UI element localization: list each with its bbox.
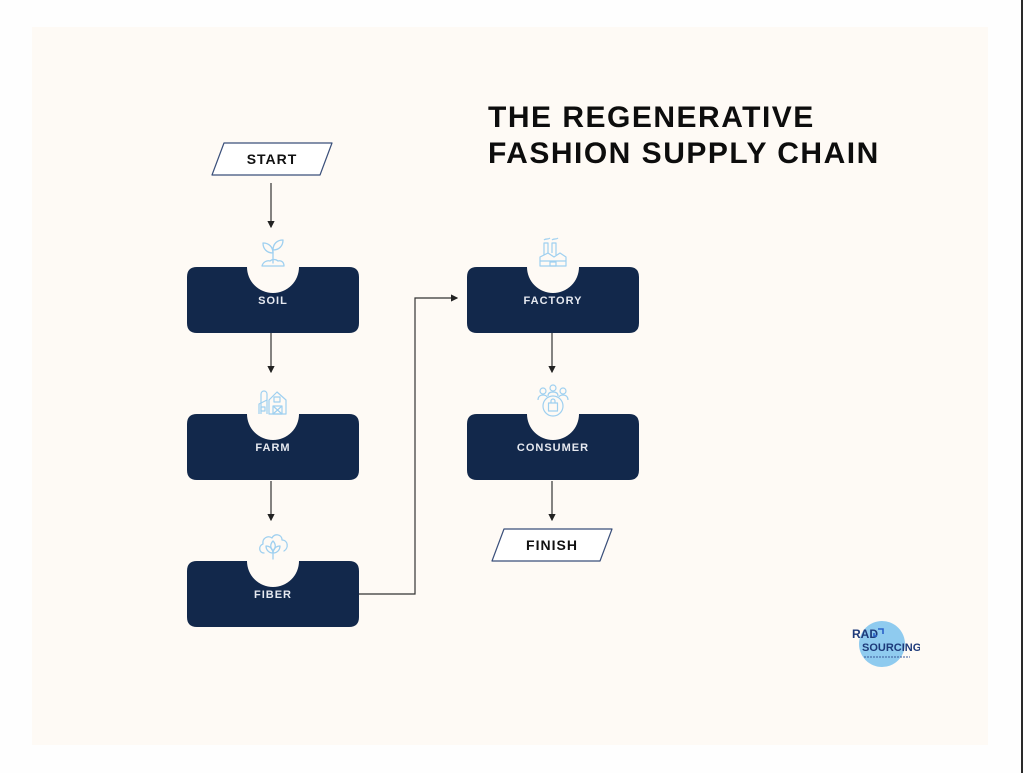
- title-line-2: FASHION SUPPLY CHAIN: [488, 137, 880, 170]
- node-consumer: CONSUMER: [467, 384, 639, 480]
- sprout-icon: [261, 239, 285, 267]
- finish-label: FINISH: [526, 537, 578, 553]
- node-farm: FARM: [187, 390, 359, 480]
- factory-icon: [539, 237, 567, 267]
- title-line-1: THE REGENERATIVE: [488, 101, 815, 134]
- node-soil: SOIL: [187, 239, 359, 333]
- start-label: START: [246, 151, 298, 167]
- barn-icon: [258, 390, 287, 415]
- consumers-shopping-bag-icon: [537, 384, 569, 417]
- logo-text-sourcing: SOURCING: [862, 642, 920, 654]
- node-factory: FACTORY: [467, 237, 639, 333]
- node-fiber: FIBER: [187, 534, 359, 627]
- node-label: FIBER: [254, 589, 292, 601]
- logo-text-rad: RAD: [852, 627, 878, 641]
- logo-circle: [859, 621, 905, 667]
- logo-arrow-icon: [873, 628, 884, 637]
- start-terminal: START: [210, 142, 334, 176]
- finish-terminal: FINISH: [490, 528, 614, 562]
- node-label: SOIL: [258, 295, 288, 307]
- node-label: CONSUMER: [516, 442, 590, 454]
- cotton-icon: [259, 534, 288, 560]
- node-label: FACTORY: [523, 295, 583, 307]
- node-label: FARM: [255, 442, 291, 454]
- rad-sourcing-logo: RAD SOURCING: [850, 620, 921, 672]
- diagram-title: THE REGENERATIVE FASHION SUPPLY CHAIN: [488, 100, 880, 172]
- window-edge-line: [1021, 0, 1023, 773]
